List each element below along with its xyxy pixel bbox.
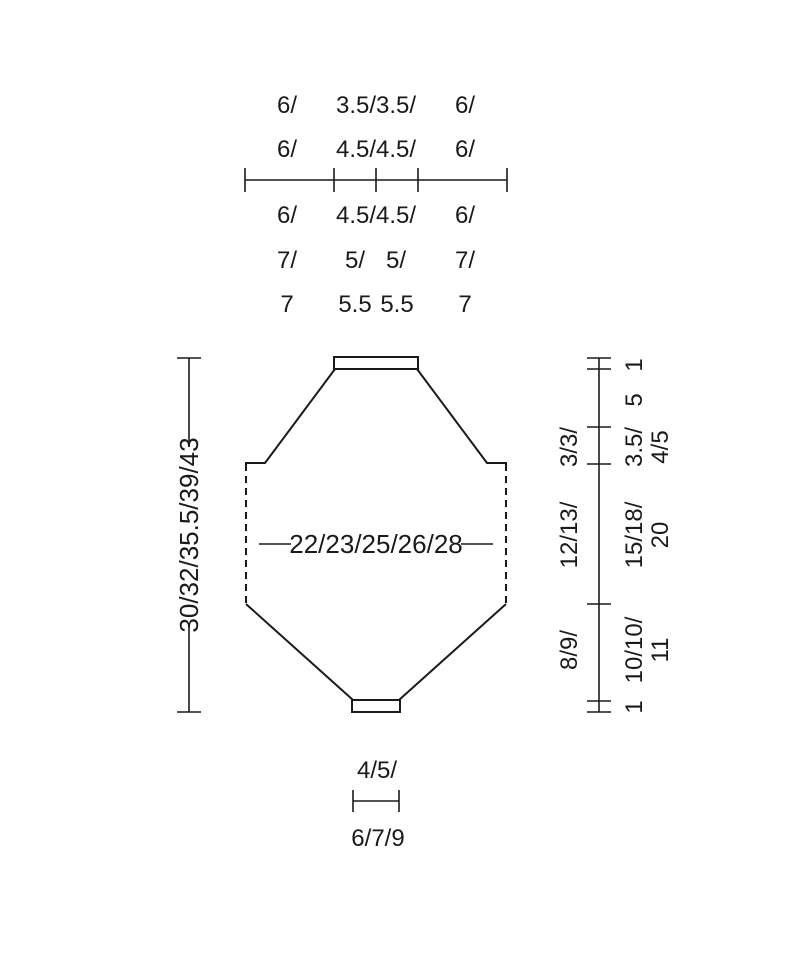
top-lower-row2-right: 7/ <box>455 247 475 274</box>
right-inner-shoulder: 3/3/ <box>556 427 583 467</box>
top-upper-row2-center: 4.5/4.5/ <box>336 136 416 163</box>
right-inner-lower: 8/9/ <box>556 630 583 670</box>
right-outer-bottom-band: 1 <box>621 700 648 713</box>
right-outer-shoulder-1: 3.5/ <box>621 427 648 467</box>
garment-shape: 22/23/25/26/28 <box>245 356 507 713</box>
top-upper-row1-center: 3.5/3.5/ <box>336 92 416 119</box>
upper-right-slope <box>416 368 507 464</box>
total-height-dimension: 30/32/35.5/39/43 <box>174 357 204 713</box>
top-upper-row2-right: 6/ <box>455 136 475 163</box>
bottom-width-lower: 6/7/9 <box>351 825 404 852</box>
right-outer-middle-2: 20 <box>647 522 674 549</box>
body-width-label: 22/23/25/26/28 <box>289 529 463 559</box>
bottom-band <box>351 699 401 713</box>
upper-left-slope <box>245 368 336 464</box>
right-inner-middle: 12/13/ <box>556 501 583 568</box>
top-lower-row2-left: 7/ <box>277 247 297 274</box>
lower-left-slope <box>245 603 354 701</box>
lower-right-slope <box>398 603 507 701</box>
top-lower-row1-left: 6/ <box>277 202 297 229</box>
top-lower-row1-right: 6/ <box>455 202 475 229</box>
top-width-dimension: 6/ 3.5/3.5/ 6/ 6/ 4.5/4.5/ 6/ 6/ 4.5/4.5… <box>244 92 508 318</box>
total-height-label: 30/32/35.5/39/43 <box>174 437 204 632</box>
right-height-dimension: 3/3/ 12/13/ 8/9/ 1 5 3.5/ 4/5 15/18/ 20 … <box>556 357 674 714</box>
bottom-width-upper: 4/5/ <box>357 757 397 784</box>
top-upper-row1-left: 6/ <box>277 92 297 119</box>
bottom-width-dimension: 4/5/ 6/7/9 <box>351 757 404 852</box>
right-outer-middle-1: 15/18/ <box>621 501 648 568</box>
top-lower-row2-center-right: 5/ <box>386 247 406 274</box>
top-lower-row1-center: 4.5/4.5/ <box>336 202 416 229</box>
right-outer-top-slope: 5 <box>621 393 648 406</box>
right-outer-top-band: 1 <box>621 358 648 371</box>
top-neckband <box>333 356 419 370</box>
right-outer-lower-2: 11 <box>647 638 674 663</box>
top-lower-row3-right: 7 <box>458 291 471 318</box>
right-outer-lower-1: 10/10/ <box>621 616 648 683</box>
top-lower-row3-left: 7 <box>280 291 293 318</box>
top-lower-row3-center-left: 5.5 <box>338 291 371 318</box>
top-lower-row2-center-left: 5/ <box>345 247 365 274</box>
top-upper-row1-right: 6/ <box>455 92 475 119</box>
top-lower-row3-center-right: 5.5 <box>380 291 413 318</box>
right-outer-shoulder-2: 4/5 <box>647 430 674 463</box>
top-upper-row2-left: 6/ <box>277 136 297 163</box>
